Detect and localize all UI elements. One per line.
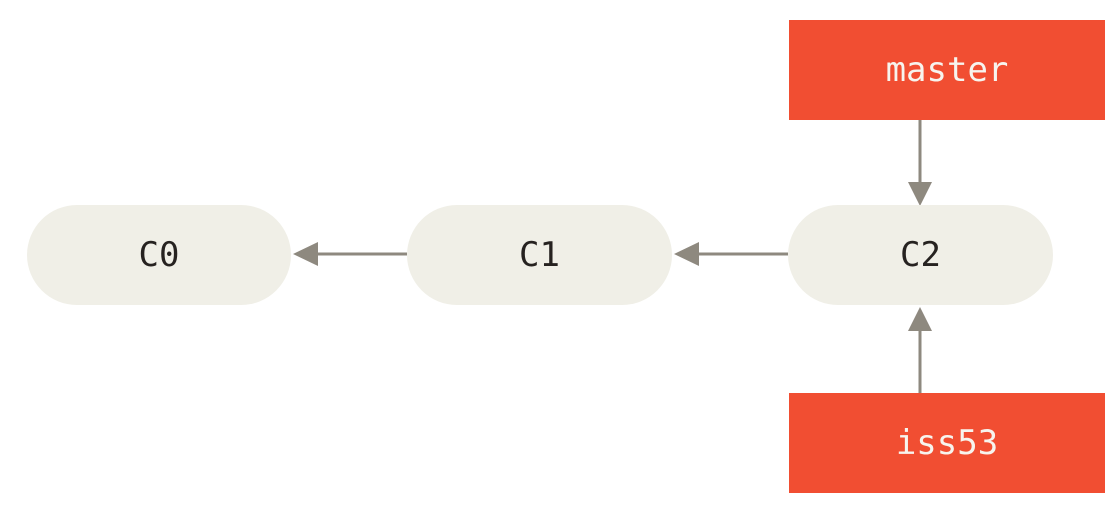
branch-label-master: master (789, 20, 1105, 120)
branch-name-iss53: iss53 (895, 423, 999, 463)
commit-node-c2: C2 (788, 205, 1053, 305)
arrow-c2-to-c1-icon (674, 242, 788, 266)
commit-label-c2: C2 (900, 235, 941, 275)
commit-node-c1: C1 (407, 205, 672, 305)
arrow-master-to-c2-icon (908, 119, 932, 206)
commit-label-c1: C1 (519, 235, 560, 275)
arrow-iss53-to-c2-icon (908, 307, 932, 394)
arrow-c1-to-c0-icon (293, 242, 407, 266)
branch-name-master: master (885, 50, 1009, 90)
branch-label-iss53: iss53 (789, 393, 1105, 493)
commit-label-c0: C0 (138, 235, 180, 275)
commit-node-c0: C0 (27, 205, 291, 305)
